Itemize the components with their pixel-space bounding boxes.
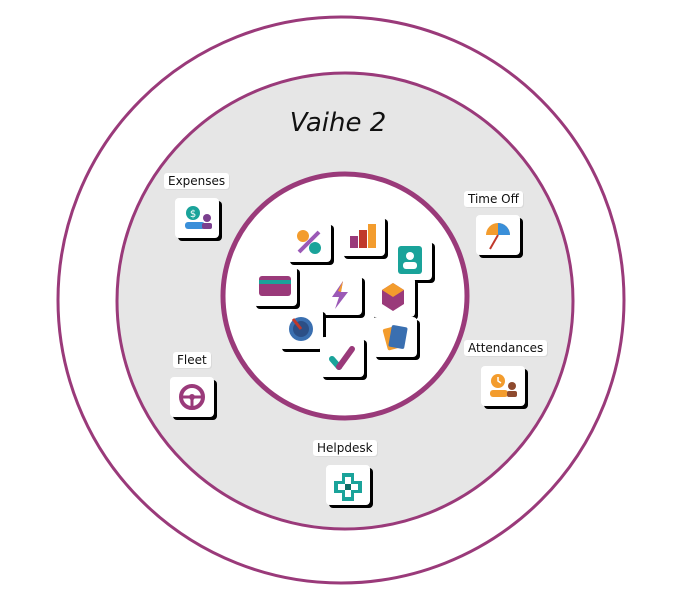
documents-icon [382, 325, 408, 351]
expenses-tile[interactable]: $ [175, 198, 219, 238]
discuss-bolt-icon [332, 281, 348, 309]
diagram-title: Vaihe 2 [289, 108, 387, 138]
fleet-label: Fleet [173, 352, 211, 368]
core-app-tile-2[interactable] [341, 216, 385, 256]
expenses-icon: $ [185, 206, 212, 229]
core-app-tile-7[interactable] [279, 309, 323, 349]
attendances-tile[interactable] [481, 366, 525, 406]
fleet-icon [179, 384, 205, 410]
core-app-tile-8[interactable] [373, 317, 417, 357]
helpdesk-icon [334, 473, 362, 501]
dashboard-chart-icon [350, 224, 376, 248]
checkmark-icon [329, 346, 355, 370]
inventory-hex-icon [382, 283, 404, 311]
gauge-icon [289, 317, 313, 341]
helpdesk-tile[interactable] [326, 465, 370, 505]
time-off-icon [486, 223, 510, 250]
core-app-tile-3[interactable] [388, 240, 432, 280]
fleet-tile[interactable] [170, 377, 214, 417]
core-app-tile-4[interactable] [253, 266, 297, 306]
svg-text:$: $ [190, 209, 196, 220]
attendances-icon [490, 374, 517, 397]
sales-icon [297, 230, 321, 254]
helpdesk-label: Helpdesk [313, 440, 377, 456]
expenses-label: Expenses [164, 173, 230, 189]
time-off-tile[interactable] [476, 215, 520, 255]
payments-card-icon [259, 276, 291, 296]
time-off-label: Time Off [464, 191, 523, 207]
core-app-tile-6[interactable] [371, 277, 415, 317]
attendances-label: Attendances [464, 340, 548, 356]
core-app-tile-5[interactable] [318, 275, 362, 315]
core-app-tile-9[interactable] [320, 337, 364, 377]
core-app-tile-1[interactable] [287, 222, 331, 262]
contacts-icon [398, 246, 422, 274]
